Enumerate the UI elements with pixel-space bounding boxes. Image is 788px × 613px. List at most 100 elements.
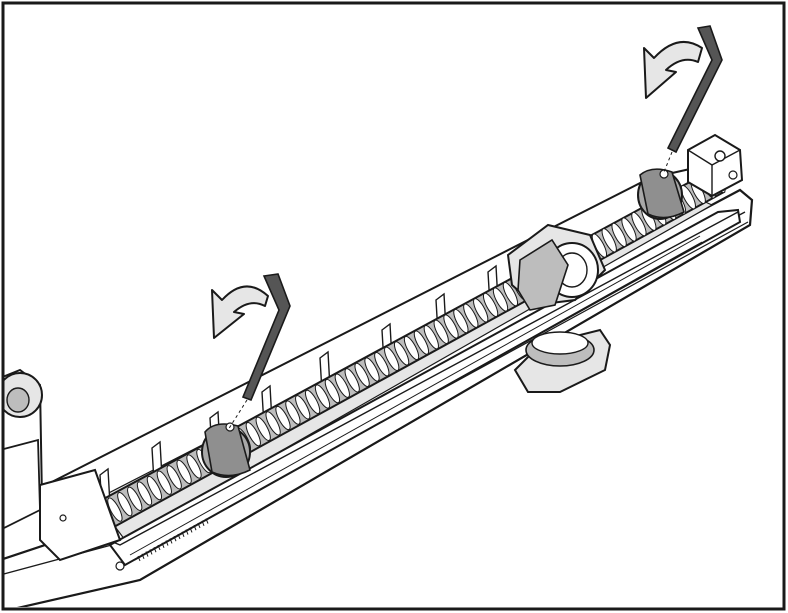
screw-thread bbox=[304, 389, 321, 415]
rotate-arrow-icon bbox=[643, 40, 703, 99]
belt-tooth bbox=[185, 529, 189, 535]
lead-screw-icon bbox=[96, 168, 726, 530]
screw-thread bbox=[374, 352, 390, 377]
screw-thread bbox=[354, 362, 370, 388]
end-block-screw bbox=[728, 170, 738, 180]
belt-tooth bbox=[157, 544, 161, 551]
screw-thread bbox=[344, 368, 360, 393]
right-end-block bbox=[687, 133, 744, 198]
hex-key-icon bbox=[663, 25, 723, 173]
mount-foot bbox=[513, 328, 612, 393]
screw-thread bbox=[146, 475, 163, 501]
rail-edge-line-3 bbox=[139, 224, 751, 581]
collar-right-band bbox=[639, 168, 685, 219]
screw-thread bbox=[314, 384, 331, 409]
belt-tooth bbox=[169, 538, 173, 544]
belt-tooth bbox=[137, 555, 141, 562]
screw-thread bbox=[413, 330, 430, 355]
screw-thread bbox=[403, 335, 420, 361]
belt-tooth bbox=[141, 553, 145, 559]
screw-thread bbox=[324, 378, 341, 404]
screw-thread bbox=[275, 405, 291, 431]
set-screw-collar-right bbox=[637, 168, 685, 220]
screw-thread bbox=[621, 217, 637, 242]
end-block-edge-2 bbox=[687, 149, 713, 166]
screw-thread bbox=[176, 459, 192, 485]
rotate-arrow-icon bbox=[211, 285, 269, 339]
belt-tooth bbox=[201, 520, 205, 526]
screw-thread bbox=[463, 303, 479, 328]
belt-teeth bbox=[137, 518, 209, 562]
left-end-cap bbox=[39, 468, 122, 562]
hex-key-right bbox=[666, 25, 723, 154]
hex-key-icon bbox=[227, 273, 291, 431]
end-block-edge-3 bbox=[711, 149, 741, 166]
screw-thread bbox=[492, 287, 509, 312]
screw-threads bbox=[97, 168, 726, 528]
belt-tooth bbox=[149, 549, 153, 555]
screw-thread bbox=[423, 325, 439, 350]
screw-thread bbox=[245, 422, 261, 447]
belt-tooth bbox=[189, 527, 193, 533]
belt-slot bbox=[129, 235, 703, 562]
foot-boss-top bbox=[531, 331, 589, 355]
belt-tooth bbox=[165, 540, 169, 546]
screw-thread bbox=[611, 222, 627, 248]
screw-thread bbox=[136, 481, 153, 506]
belt-tooth bbox=[177, 533, 181, 540]
screw-thread bbox=[443, 314, 459, 339]
bracket-arm bbox=[4, 438, 41, 530]
bracket-knob-inner bbox=[6, 387, 30, 413]
screw-thread bbox=[166, 465, 182, 490]
belt-tooth bbox=[197, 522, 201, 529]
belt-tooth bbox=[173, 536, 177, 542]
screw-thread bbox=[433, 319, 449, 344]
screw-thread bbox=[473, 298, 489, 323]
screw-thread bbox=[334, 373, 350, 398]
screw-thread bbox=[117, 492, 133, 517]
belt-tooth bbox=[161, 542, 165, 548]
screw-thread bbox=[364, 357, 380, 382]
left-bracket bbox=[4, 368, 125, 571]
screw-thread bbox=[107, 497, 123, 522]
belt-line-1 bbox=[129, 235, 701, 556]
screw-thread bbox=[453, 308, 469, 334]
belt-line-2 bbox=[134, 241, 703, 561]
set-screw-collar-left bbox=[201, 422, 251, 478]
screw-thread bbox=[127, 486, 143, 511]
belt-tooth bbox=[145, 551, 149, 557]
screw-thread bbox=[631, 211, 647, 237]
left-cap-screw-2 bbox=[59, 514, 67, 522]
screw-thread bbox=[265, 411, 281, 436]
belt-tooth bbox=[153, 547, 157, 553]
screw-thread bbox=[186, 454, 202, 479]
screw-thread bbox=[295, 395, 311, 420]
end-block-body bbox=[687, 133, 744, 198]
channel-front-wall bbox=[108, 208, 742, 567]
screw-thread bbox=[680, 185, 696, 210]
nut-body bbox=[517, 238, 569, 311]
belt-tooth bbox=[193, 525, 197, 531]
belt-tooth bbox=[205, 518, 209, 524]
rotate-arrow-left bbox=[211, 285, 269, 339]
screw-thread bbox=[255, 416, 271, 441]
carriage-nut bbox=[506, 223, 607, 311]
screw-thread bbox=[285, 400, 301, 425]
hex-key-left bbox=[241, 273, 291, 402]
end-block-hole bbox=[714, 150, 726, 162]
screw-thread bbox=[482, 292, 499, 318]
left-cap-screw bbox=[115, 561, 125, 571]
screw-thread bbox=[156, 470, 172, 495]
screw-thread bbox=[601, 228, 617, 253]
screw-thread bbox=[502, 281, 519, 307]
rotate-arrow-right bbox=[643, 40, 703, 99]
belt-tooth bbox=[181, 531, 185, 537]
collar-right-setscrew bbox=[659, 169, 669, 179]
artwork bbox=[4, 25, 754, 607]
hex-key-right-guide bbox=[663, 151, 673, 173]
screw-thread bbox=[384, 346, 400, 371]
screw-thread bbox=[393, 341, 410, 366]
